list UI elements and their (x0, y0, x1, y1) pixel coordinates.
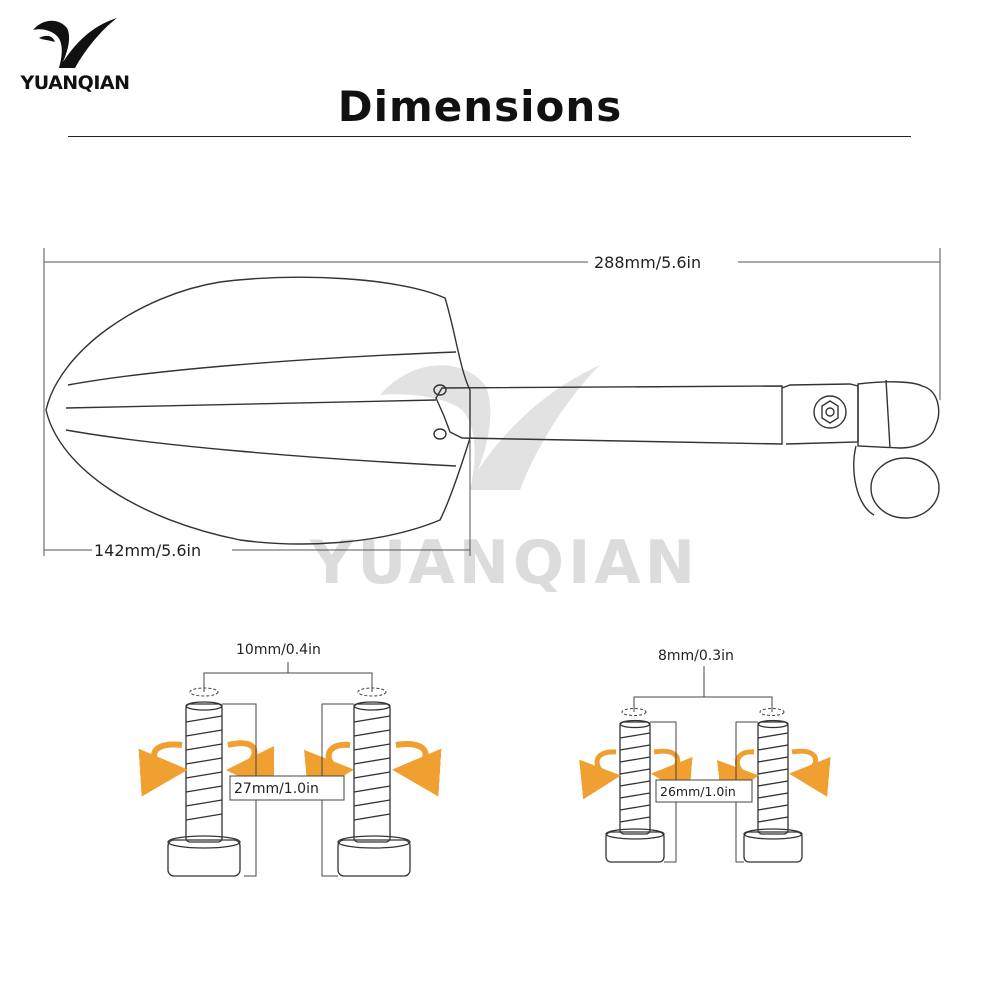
right-bolt-pair: 8mm/0.3in 26mm/1.0in (579, 648, 831, 863)
rotation-arrow-icon (226, 740, 275, 794)
rotation-arrow-icon (304, 741, 354, 798)
bolt-right-a (605, 719, 665, 863)
brand-name: YUANQIAN (20, 72, 130, 94)
rotation-arrow-icon (717, 749, 759, 800)
yuanqian-y-logo-icon (33, 18, 117, 68)
left-bolt-spacing-label: 10mm/0.4in (236, 642, 321, 658)
left-bolt-length-label: 27mm/1.0in (234, 781, 319, 797)
page-title: Dimensions (337, 82, 623, 131)
total-length-label: 288mm/5.6in (594, 253, 701, 272)
total-length-dimension: 288mm/5.6in (43, 248, 941, 400)
rotation-arrow-icon (392, 741, 442, 797)
right-bolt-spacing-label: 8mm/0.3in (658, 648, 734, 664)
mirror-head (45, 276, 471, 545)
title-underline (68, 136, 911, 137)
left-bolt-pair: 10mm/0.4in 27mm/1.0in (138, 642, 442, 877)
head-length-dimension: 142mm/5.6in (43, 400, 471, 560)
right-bolt-length-label: 26mm/1.0in (660, 784, 736, 799)
rotation-arrow-icon (138, 741, 188, 797)
rotation-arrow-icon (789, 748, 831, 797)
bolt-left-a (167, 701, 241, 877)
rotation-arrow-icon (579, 749, 621, 800)
brand-logo: YUANQIAN (5, 8, 145, 98)
watermark: YUANQIAN (309, 365, 699, 598)
bolt-left-b (337, 701, 411, 877)
bolt-right-b (743, 719, 803, 863)
watermark-text: YUANQIAN (309, 528, 699, 598)
head-length-label: 142mm/5.6in (94, 541, 201, 560)
rotation-arrow-icon (651, 748, 693, 797)
